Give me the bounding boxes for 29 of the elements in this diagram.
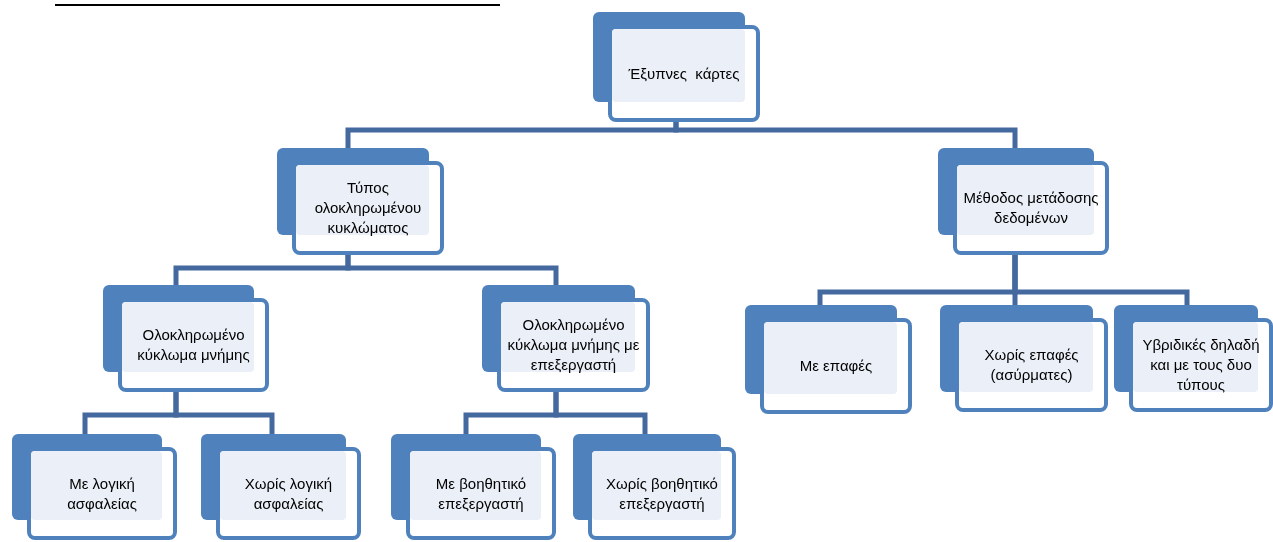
connector-line (553, 392, 648, 434)
card (391, 434, 556, 540)
card (103, 285, 269, 392)
connector-line (673, 122, 1018, 148)
card-text: Χωρίς λογική ασφαλείας (243, 473, 334, 514)
card-text: Έξυπνες κάρτες (628, 63, 740, 84)
card (201, 434, 361, 540)
card-text: Μέθοδος μετάδοσης δεδομένων (962, 188, 1100, 228)
card-text: Τύπος ολοκληρωμένου κυκλώματος (313, 178, 423, 238)
card (277, 148, 444, 255)
card-text: Ολοκληρωμένο κύκλωμα μνήμης με επεξεργαστή (506, 315, 641, 375)
card-text: Με επαφές (799, 356, 873, 376)
card-text: Ολοκληρωμένο κύκλωμα μνήμης (136, 325, 251, 365)
card-text: Υβριδικές δηλαδή και με τους δυο τύπους (1141, 335, 1261, 395)
card (573, 434, 736, 540)
connector-line (173, 392, 275, 434)
card (938, 148, 1109, 255)
card-text: Με λογική ασφαλείας (66, 473, 138, 514)
card-text: Με βοηθητικό επεξεργαστή (434, 473, 528, 514)
card (940, 305, 1108, 412)
card-text: Χωρίς βοηθητικό επεξεργαστή (605, 473, 719, 514)
connector-line (345, 255, 559, 285)
card (12, 434, 177, 540)
card (1114, 305, 1273, 412)
connector-line (1012, 255, 1190, 305)
card-text: Χωρίς επαφές (ασύρματες) (983, 345, 1080, 385)
card (745, 305, 912, 414)
card (593, 12, 760, 122)
card (482, 285, 650, 392)
